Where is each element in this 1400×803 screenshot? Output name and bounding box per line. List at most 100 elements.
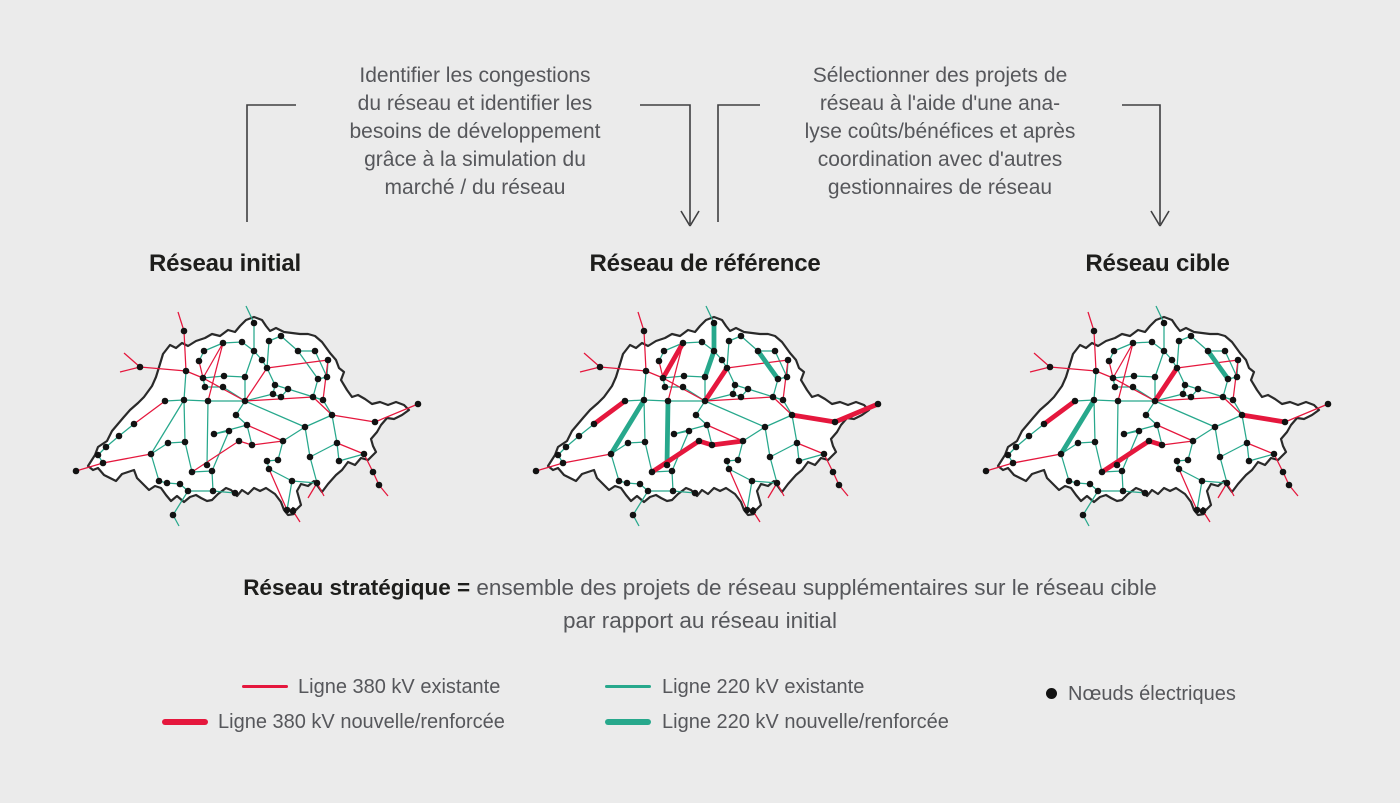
electrical-node	[723, 457, 731, 465]
line-220kv	[203, 342, 224, 352]
electrical-node	[784, 356, 792, 364]
electrical-node	[718, 356, 726, 364]
electrical-node	[1129, 383, 1137, 391]
line-380kv	[1176, 359, 1239, 369]
line-220kv	[1156, 424, 1163, 446]
electrical-node	[1160, 347, 1168, 355]
line-380kv	[1112, 342, 1134, 379]
electrical-node	[195, 357, 203, 365]
electrical-node	[769, 393, 777, 401]
electrical-node	[1324, 400, 1332, 408]
electrical-node	[668, 467, 676, 475]
switzerland-grid-map	[532, 305, 882, 527]
electrical-node	[209, 487, 217, 495]
electrical-node	[1074, 439, 1082, 447]
electrical-node	[1004, 451, 1012, 459]
line-220kv	[764, 426, 771, 458]
line-220kv	[728, 468, 753, 482]
electrical-node	[169, 511, 177, 519]
annotation-step-2: Sélectionner des projets de réseau à l'a…	[740, 62, 1140, 202]
strategic-note-line1: Réseau stratégique = ensemble des projet…	[0, 571, 1400, 604]
electrical-node	[1173, 364, 1181, 372]
line-220kv	[1214, 414, 1243, 428]
electrical-node	[1065, 477, 1073, 485]
electrical-node	[1086, 480, 1094, 488]
line-380kv	[1087, 311, 1095, 332]
electrical-node	[1090, 327, 1098, 335]
line-220kv	[297, 350, 319, 380]
electrical-node	[238, 338, 246, 346]
electrical-node	[94, 451, 102, 459]
electrical-node	[1168, 356, 1176, 364]
switzerland-grid-map	[72, 305, 422, 527]
electrical-node	[319, 396, 327, 404]
electrical-node	[621, 397, 629, 405]
line-220kv	[1224, 350, 1238, 378]
line-220kv	[1093, 399, 1119, 402]
line-380kv	[363, 453, 374, 473]
line-220kv	[1214, 426, 1221, 458]
line-220kv	[1154, 400, 1216, 428]
legend-swatch-380kv-new	[162, 719, 208, 725]
line-380kv-reinforced	[1099, 438, 1152, 475]
line-220kv	[1122, 490, 1146, 494]
electrical-node	[115, 432, 123, 440]
electrical-node	[629, 511, 637, 519]
electrical-node	[607, 450, 615, 458]
line-220kv	[282, 426, 306, 442]
annotation-line: marché / du réseau	[384, 176, 566, 199]
electrical-node	[669, 487, 677, 495]
line-220kv	[211, 470, 214, 492]
electrical-node	[691, 489, 699, 497]
electrical-node	[636, 480, 644, 488]
annotation-line: Identifier les congestions	[359, 64, 591, 87]
electrical-node	[309, 393, 317, 401]
electrical-node	[783, 373, 791, 381]
electrical-node	[1009, 459, 1017, 467]
line-220kv	[610, 453, 620, 482]
electrical-node	[258, 356, 266, 364]
line-220kv	[1178, 468, 1203, 482]
electrical-node	[708, 441, 716, 449]
electrical-node	[208, 467, 216, 475]
line-220kv-reinforced	[608, 397, 647, 457]
electrical-node	[1211, 423, 1219, 431]
electrical-node	[200, 347, 208, 355]
line-380kv	[728, 468, 748, 511]
electrical-node	[219, 383, 227, 391]
line-220kv-reinforced	[664, 398, 671, 468]
electrical-node	[164, 439, 172, 447]
electrical-node	[1012, 443, 1020, 451]
electrical-node	[284, 385, 292, 393]
line-220kv-reinforced	[702, 348, 717, 380]
legend-label-220kv-existing: Ligne 220 kV existante	[662, 676, 865, 698]
electrical-node	[130, 420, 138, 428]
line-380kv	[1246, 442, 1275, 455]
line-220kv	[183, 370, 187, 401]
electrical-node	[1040, 420, 1048, 428]
electrical-node	[734, 456, 742, 464]
annotation-line: besoins de développement	[349, 120, 601, 143]
line-220kv	[798, 453, 825, 462]
electrical-node	[1135, 427, 1143, 435]
electrical-node	[559, 459, 567, 467]
map-reseau-cible	[970, 298, 1360, 530]
line-220kv	[280, 335, 299, 352]
electrical-node	[1219, 393, 1227, 401]
line-380kv	[1222, 396, 1243, 416]
line-380kv	[139, 366, 187, 372]
electrical-node	[623, 479, 631, 487]
electrical-node	[203, 461, 211, 469]
electrical-node	[225, 427, 233, 435]
electrical-node	[1233, 373, 1241, 381]
electrical-node	[624, 439, 632, 447]
electrical-node	[279, 437, 287, 445]
electrical-node	[655, 357, 663, 365]
electrical-node	[1285, 481, 1293, 489]
electrical-node	[1113, 461, 1121, 469]
annotation-line: du réseau et identifier les	[357, 92, 593, 115]
electrical-node	[820, 450, 828, 458]
electrical-node	[1129, 339, 1137, 347]
electrical-node	[788, 411, 796, 419]
line-220kv	[764, 414, 793, 428]
